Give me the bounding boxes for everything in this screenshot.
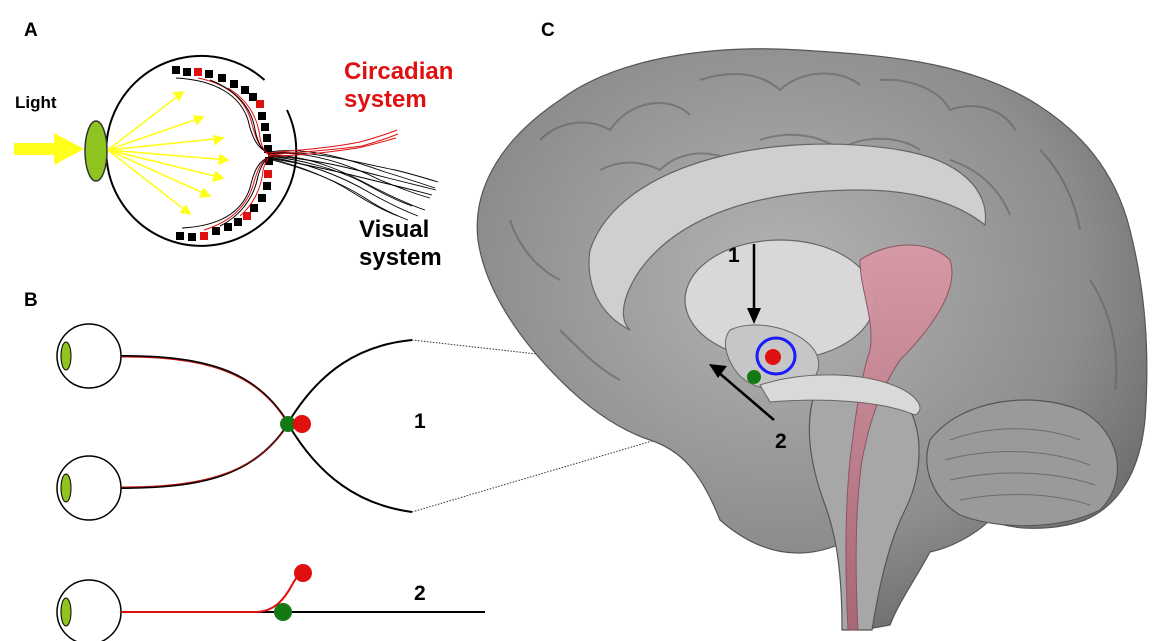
pathway-1-label: 1 xyxy=(414,410,426,433)
circadian-pathway-2 xyxy=(121,573,301,612)
scn-red-dot-brain xyxy=(765,349,781,365)
pathway-2-red-dot xyxy=(294,564,312,582)
eye-bottom xyxy=(57,456,121,520)
chiasm-green-dot-brain xyxy=(747,370,761,384)
eye-top xyxy=(57,324,121,388)
optic-tract-upper xyxy=(288,340,412,423)
arrow-2-label: 2 xyxy=(775,430,787,453)
panel-a: A Light xyxy=(14,20,453,271)
light-arrow xyxy=(14,133,84,165)
panel-a-letter: A xyxy=(24,20,38,41)
arrow-1-label: 1 xyxy=(728,244,740,267)
light-label: Light xyxy=(15,93,57,112)
optic-nerve-top xyxy=(121,356,288,423)
optic-nerve-bottom xyxy=(121,424,288,488)
visual-system-label-line2: system xyxy=(359,244,442,271)
panel-c: C xyxy=(477,20,1147,630)
cerebellum xyxy=(927,400,1118,526)
lens xyxy=(85,121,107,181)
eye-pathway-2 xyxy=(57,580,121,641)
optic-tract-lower xyxy=(288,424,412,512)
pathway-2-label: 2 xyxy=(414,582,426,605)
panel-b-letter: B xyxy=(24,290,38,311)
pathway-2-green-dot xyxy=(274,603,292,621)
scn-red-dot xyxy=(293,415,311,433)
circadian-system-label-line1: Circadian xyxy=(344,58,453,85)
panel-c-letter: C xyxy=(541,20,555,41)
visual-system-label-line1: Visual xyxy=(359,216,429,243)
circadian-system-label-line2: system xyxy=(344,86,427,113)
